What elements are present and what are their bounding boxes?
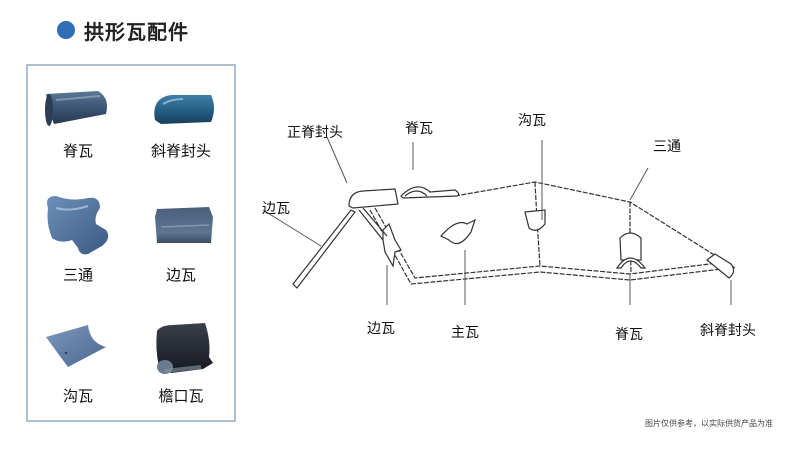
edge-tile-icon xyxy=(155,207,213,243)
label-gutter-tile: 沟瓦 xyxy=(518,113,546,129)
label-main-tile: 主瓦 xyxy=(451,325,479,341)
hip-ridge-end-cap-icon xyxy=(154,95,214,124)
ridge-tile-icon xyxy=(45,91,107,126)
label-ridge-tile-top: 脊瓦 xyxy=(405,121,433,137)
roof-outline-drawing xyxy=(262,136,736,305)
accessory-label: 檐口瓦 xyxy=(158,387,204,405)
eave-tile-icon xyxy=(156,323,213,374)
label-ridge-tile-bottom: 脊瓦 xyxy=(615,327,643,343)
accessory-ridge-tile: 脊瓦 xyxy=(28,84,128,174)
accessory-label: 斜脊封头 xyxy=(150,142,211,160)
gutter-tile-icon xyxy=(46,325,106,367)
label-edge-tile-left: 边瓦 xyxy=(262,201,290,217)
three-way-tile-icon xyxy=(47,196,109,255)
label-edge-tile-bottom: 边瓦 xyxy=(367,321,395,337)
label-three-way: 三通 xyxy=(653,139,681,155)
accessory-hip-ridge-end-cap: 斜脊封头 xyxy=(131,84,231,174)
accessory-label: 边瓦 xyxy=(165,266,196,284)
accessory-eave-tile: 檐口瓦 xyxy=(131,321,231,416)
accessory-gutter-tile: 沟瓦 xyxy=(28,321,128,416)
page-title: 拱形瓦配件 xyxy=(84,20,189,44)
label-hip-ridge-end-cap: 斜脊封头 xyxy=(700,323,756,339)
accessories-panel: 脊瓦 斜脊封头 三通 边瓦 沟瓦 xyxy=(26,64,236,422)
roof-assembly-diagram: 正脊封头 脊瓦 沟瓦 三通 边瓦 边瓦 主瓦 脊瓦 斜脊封头 xyxy=(245,100,800,420)
accessory-label: 沟瓦 xyxy=(62,387,93,405)
title-bullet-icon xyxy=(57,21,75,39)
accessory-label: 三通 xyxy=(62,266,93,284)
accessory-edge-tile: 边瓦 xyxy=(131,201,231,296)
label-ridge-end-cap: 正脊封头 xyxy=(287,125,343,141)
disclaimer-footnote: 图片仅供参考，以实际供货产品为准 xyxy=(645,419,773,428)
accessory-label: 脊瓦 xyxy=(62,142,93,160)
accessory-three-way: 三通 xyxy=(28,194,128,294)
